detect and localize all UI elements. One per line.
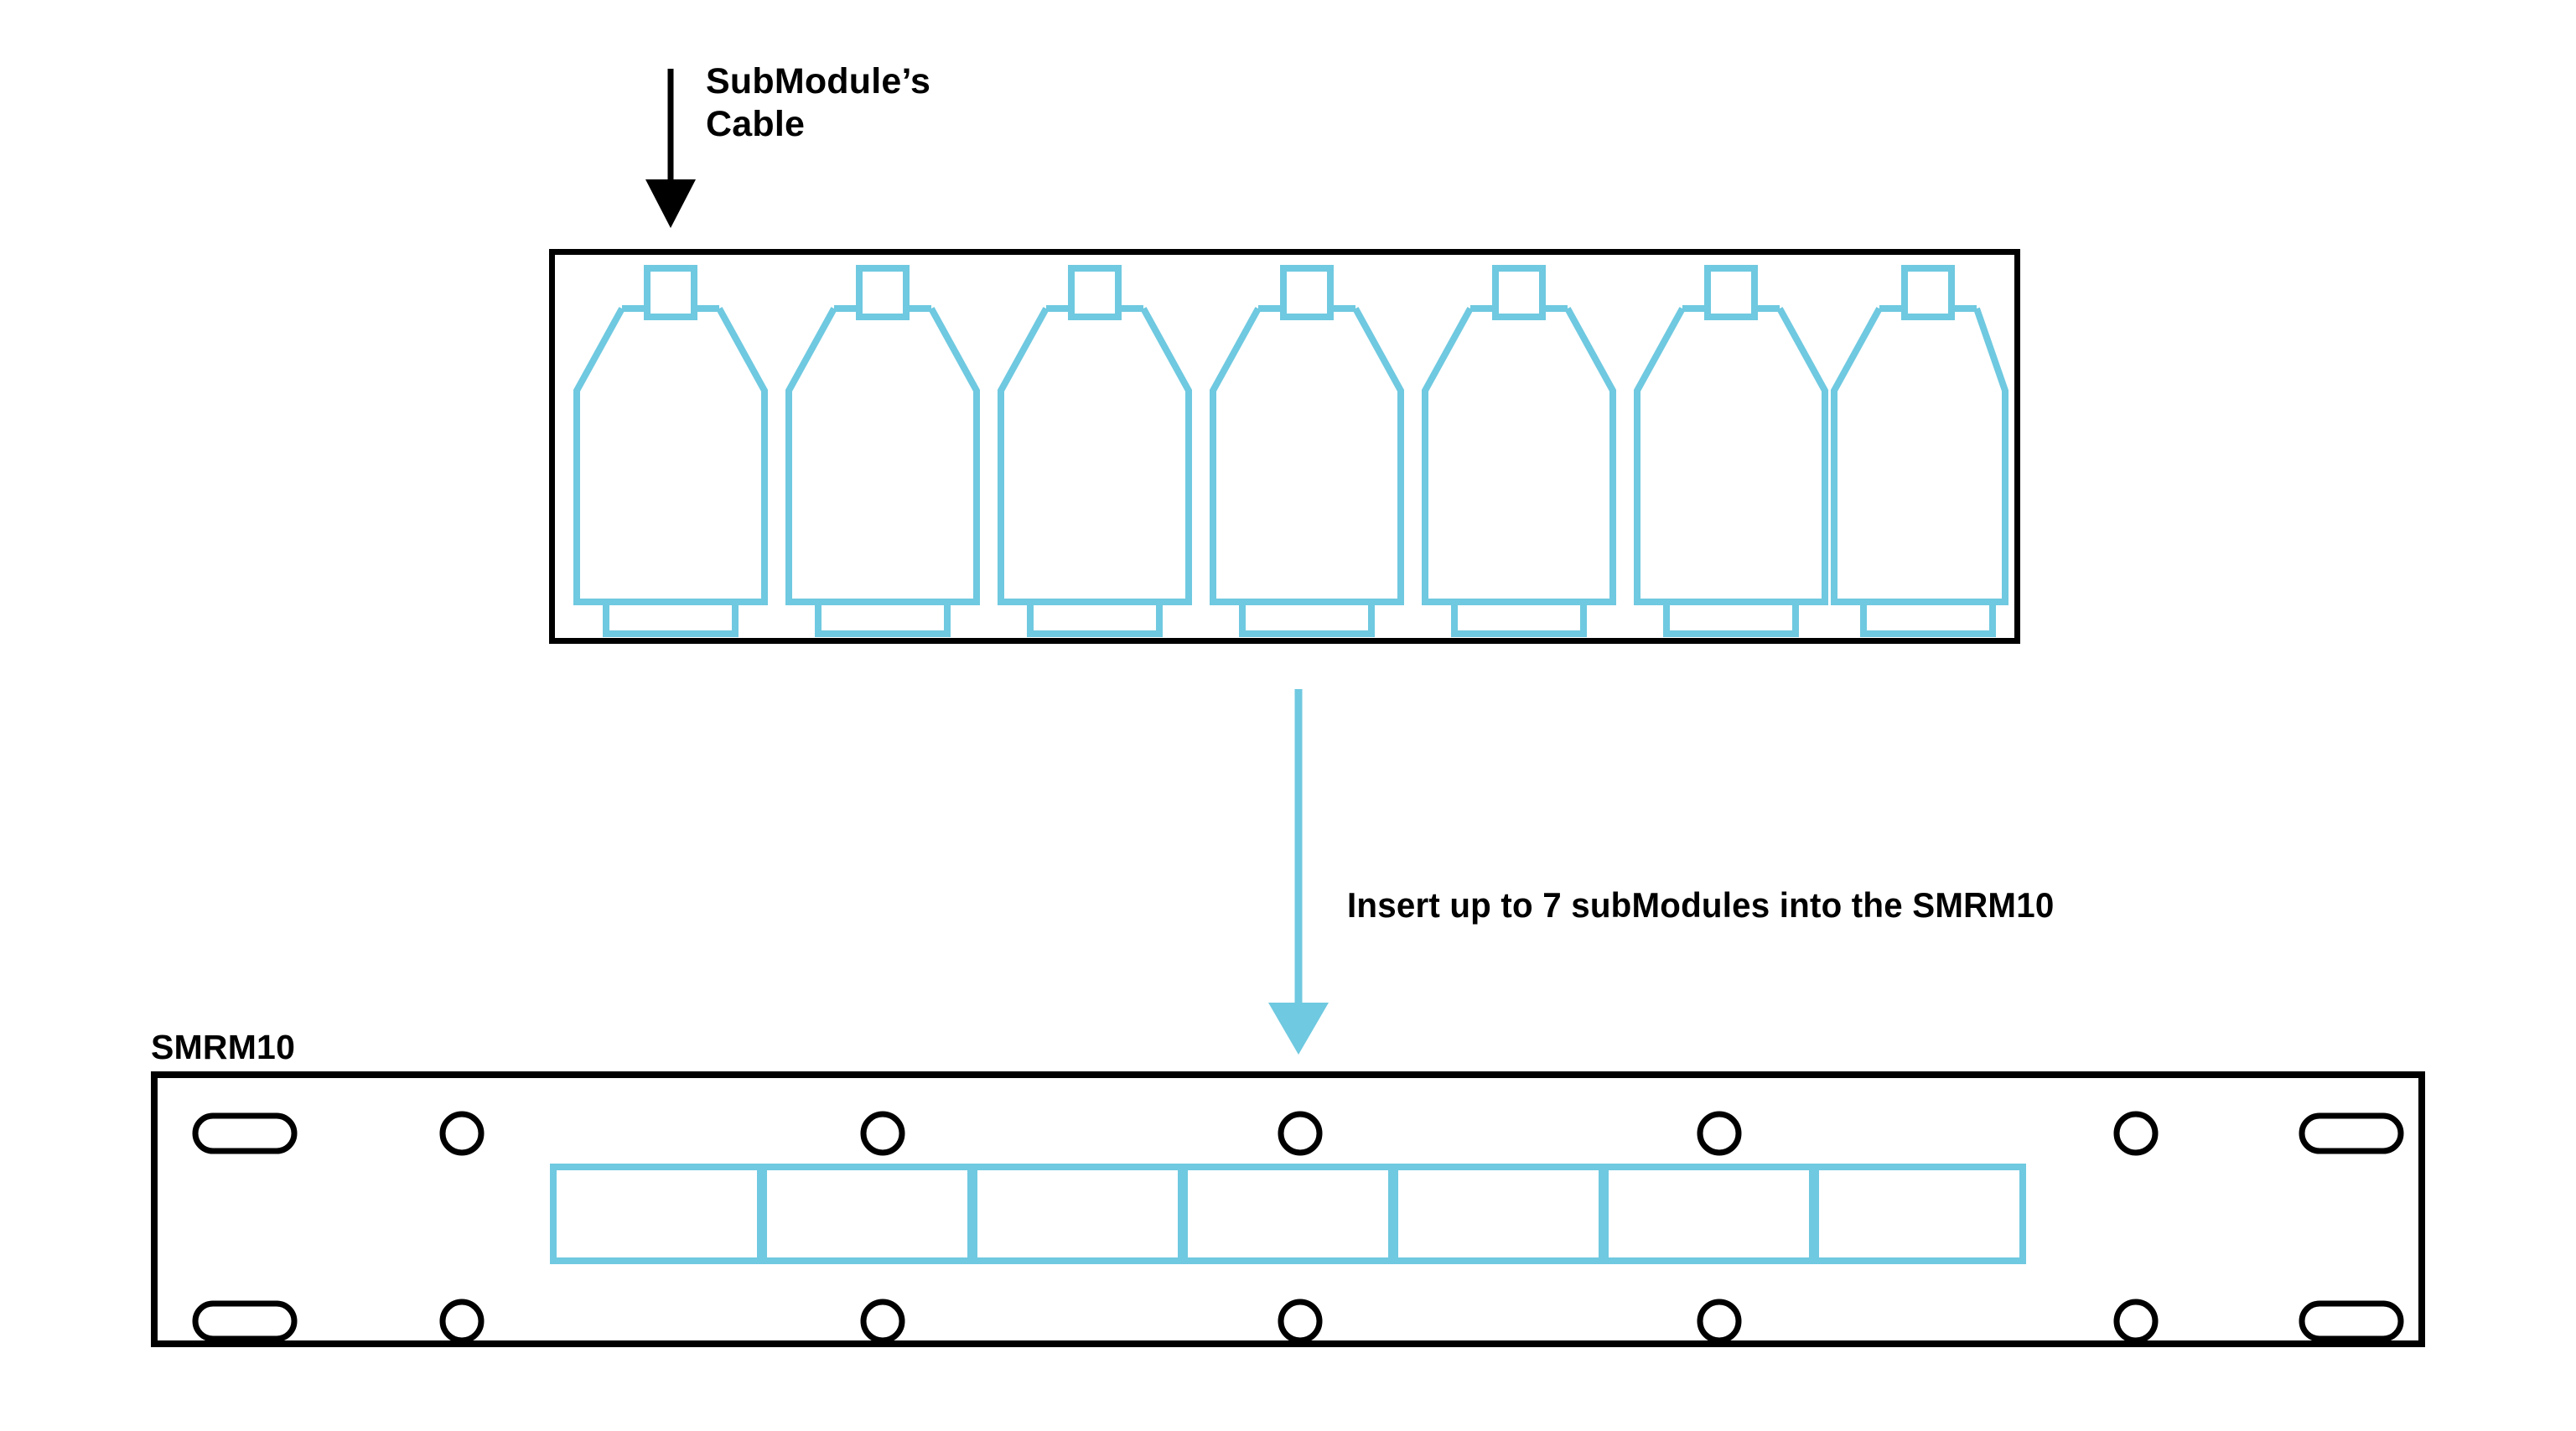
mount-slot — [192, 1112, 298, 1154]
screw-hole — [860, 1111, 905, 1156]
insert-instruction-label: Insert up to 7 subModules into the SMRM1… — [1347, 885, 2055, 925]
screw-hole — [1697, 1299, 1742, 1344]
submodule-group — [573, 265, 2008, 637]
screw-hole — [1278, 1299, 1323, 1344]
submodule-connector — [998, 265, 1192, 637]
submodule-connector — [1831, 265, 2008, 637]
module-bay — [760, 1164, 974, 1264]
screw-hole — [439, 1111, 485, 1156]
screw-hole — [1697, 1111, 1742, 1156]
submodule-connector — [1210, 265, 1404, 637]
insertion-arrow — [1268, 689, 1329, 1055]
module-bay — [550, 1164, 764, 1264]
screw-hole — [439, 1299, 485, 1344]
submodule-cable-label-line2: Cable — [706, 103, 806, 144]
submodule-connector — [573, 265, 768, 637]
module-bay — [1812, 1164, 2026, 1264]
smrm10-device-label: SMRM10 — [151, 1028, 296, 1066]
screw-hole — [860, 1299, 905, 1344]
cable-pointer-arrow — [645, 69, 696, 228]
module-bay — [1181, 1164, 1395, 1264]
smrm10-chassis — [151, 1071, 2425, 1347]
module-bay — [1602, 1164, 1816, 1264]
mount-slot — [2299, 1112, 2404, 1154]
submodule-connector — [1422, 265, 1616, 637]
bottom-mount-row — [192, 1299, 2404, 1344]
module-bay — [971, 1164, 1184, 1264]
screw-hole — [2113, 1111, 2159, 1156]
top-mount-row — [192, 1111, 2404, 1156]
submodule-connector — [1634, 265, 1828, 637]
screw-hole — [2113, 1299, 2159, 1344]
submodule-connector — [785, 265, 980, 637]
module-bay — [1392, 1164, 1605, 1264]
module-bay-row — [550, 1164, 2026, 1264]
mount-slot — [2299, 1300, 2404, 1342]
screw-hole — [1278, 1111, 1323, 1156]
submodule-tray — [549, 249, 2020, 644]
mount-slot — [192, 1300, 298, 1342]
submodule-cable-label-line1: SubModule’s — [706, 61, 931, 101]
